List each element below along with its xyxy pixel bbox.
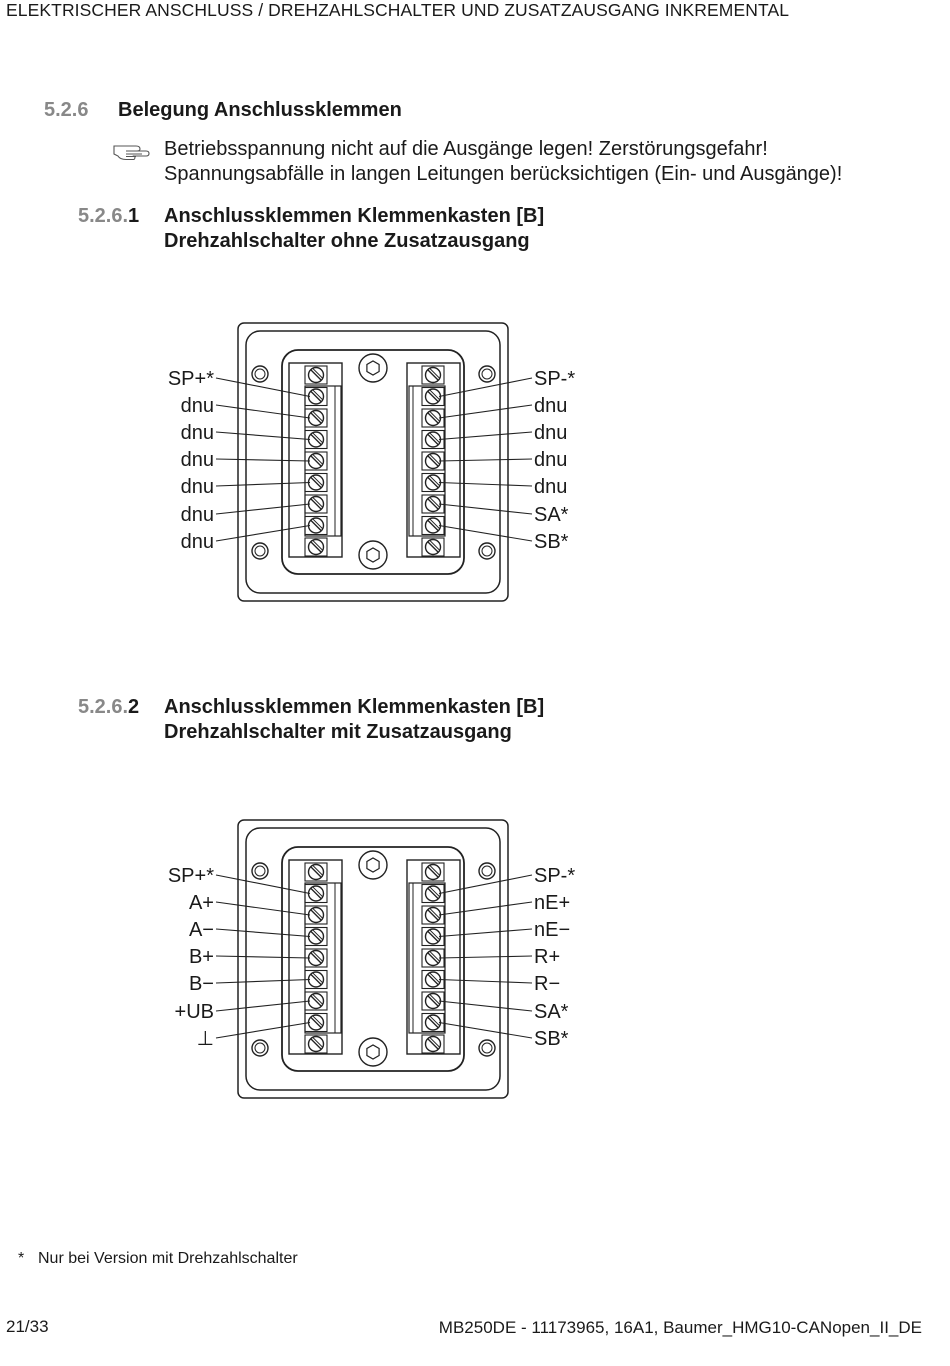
leader-line bbox=[438, 481, 533, 487]
left-terminal-label: B− bbox=[189, 973, 214, 995]
terminal-cavity bbox=[281, 349, 465, 575]
mounting-hole bbox=[478, 862, 496, 880]
right-terminal-label: nE+ bbox=[534, 892, 570, 914]
warning-line-2: Spannungsabfälle in langen Leitungen ber… bbox=[164, 163, 843, 185]
leader-line bbox=[215, 901, 311, 916]
leader-line bbox=[215, 874, 311, 895]
leader-line bbox=[438, 1021, 533, 1039]
leader-line bbox=[438, 874, 533, 895]
right-terminal-label: dnu bbox=[534, 422, 567, 444]
mounting-hole bbox=[478, 1039, 496, 1057]
right-terminal-label: SB* bbox=[534, 1028, 569, 1050]
leader-line bbox=[215, 503, 311, 515]
leader-line bbox=[215, 431, 311, 441]
housing-outer bbox=[237, 819, 509, 1099]
right-terminal-label: SB* bbox=[534, 531, 569, 553]
leader-line bbox=[215, 404, 311, 419]
mounting-hole bbox=[251, 542, 269, 560]
leader-line bbox=[215, 955, 311, 959]
section-title: Belegung Anschlussklemmen bbox=[118, 99, 402, 121]
leader-line bbox=[215, 1000, 311, 1012]
left-terminal-label: SP+* bbox=[168, 865, 214, 887]
subsection-title-2b: Drehzahlschalter mit Zusatzausgang bbox=[164, 721, 512, 743]
left-terminal-label: dnu bbox=[181, 422, 214, 444]
mounting-hole bbox=[251, 365, 269, 383]
pointing-hand-icon bbox=[113, 145, 150, 161]
left-terminal-label: dnu bbox=[181, 531, 214, 553]
subsection-title-2a: Anschlussklemmen Klemmenkasten [B] bbox=[164, 696, 545, 718]
hex-screw bbox=[358, 850, 388, 880]
right-terminal-label: dnu bbox=[534, 476, 567, 498]
leader-line bbox=[438, 928, 533, 938]
left-terminal-label: +UB bbox=[175, 1001, 214, 1023]
right-terminal-label: SA* bbox=[534, 1001, 569, 1023]
leader-line bbox=[438, 524, 533, 542]
footnote: *Nur bei Version mit Drehzahlschalter bbox=[18, 1250, 298, 1267]
mounting-hole bbox=[478, 542, 496, 560]
left-terminal-label: A− bbox=[189, 919, 214, 941]
leader-line bbox=[438, 458, 533, 462]
hex-screw bbox=[358, 353, 388, 383]
terminal-cavity bbox=[281, 846, 465, 1072]
left-terminal-label: A+ bbox=[189, 892, 214, 914]
right-terminal-label: R+ bbox=[534, 946, 560, 968]
leader-line bbox=[215, 978, 311, 984]
leader-line bbox=[438, 901, 533, 916]
leader-line bbox=[215, 481, 311, 487]
leader-line bbox=[215, 1021, 311, 1039]
warning-line-1: Betriebsspannung nicht auf die Ausgänge … bbox=[164, 138, 768, 160]
subsection-number-1: 5.2.6.1 bbox=[78, 205, 140, 227]
left-terminal-label: ⊥ bbox=[197, 1028, 214, 1050]
left-terminal-label: dnu bbox=[181, 395, 214, 417]
leader-line bbox=[215, 928, 311, 938]
mounting-hole bbox=[478, 365, 496, 383]
leader-line bbox=[438, 377, 533, 398]
terminal-box-diagram-2: SP+* A+ A− B+ B− +UB ⊥ SP-* nE+ nE− R+ R− SA* SB* bbox=[168, 819, 575, 1099]
left-terminal-label: dnu bbox=[181, 449, 214, 471]
terminal-box-frame bbox=[237, 819, 509, 1099]
mounting-hole bbox=[251, 1039, 269, 1057]
subsection-title-1a: Anschlussklemmen Klemmenkasten [B] bbox=[164, 205, 545, 227]
hex-screw bbox=[358, 1037, 388, 1067]
leader-line bbox=[438, 1000, 533, 1012]
leader-line bbox=[215, 377, 311, 398]
running-header: ELEKTRISCHER ANSCHLUSS / DREHZAHLSCHALTE… bbox=[6, 0, 790, 20]
right-terminal-label: SP-* bbox=[534, 865, 575, 887]
left-terminal-label: dnu bbox=[181, 476, 214, 498]
left-terminal-label: dnu bbox=[181, 504, 214, 526]
mounting-hole bbox=[251, 862, 269, 880]
right-terminal-label: dnu bbox=[534, 395, 567, 417]
leader-line bbox=[438, 978, 533, 984]
leader-line bbox=[215, 524, 311, 542]
housing-inner bbox=[245, 330, 501, 594]
terminal-box-frame bbox=[237, 322, 509, 602]
section-number: 5.2.6 bbox=[44, 99, 89, 121]
right-terminal-label: nE− bbox=[534, 919, 570, 941]
left-terminal-label: SP+* bbox=[168, 368, 214, 390]
right-terminal-label: R− bbox=[534, 973, 560, 995]
subsection-title-1b: Drehzahlschalter ohne Zusatzausgang bbox=[164, 230, 530, 252]
hex-screw bbox=[358, 540, 388, 570]
leader-line bbox=[438, 503, 533, 515]
leader-line bbox=[438, 404, 533, 419]
right-terminal-label: SA* bbox=[534, 504, 569, 526]
page-number: 21/33 bbox=[6, 1317, 49, 1336]
left-terminal-label: B+ bbox=[189, 946, 214, 968]
document-id: MB250DE - 11173965, 16A1, Baumer_HMG10-C… bbox=[438, 1318, 922, 1337]
leader-line bbox=[438, 431, 533, 441]
right-terminal-label: dnu bbox=[534, 449, 567, 471]
subsection-number-2: 5.2.6.2 bbox=[78, 696, 140, 718]
leader-line bbox=[215, 458, 311, 462]
right-terminal-label: SP-* bbox=[534, 368, 575, 390]
leader-line bbox=[438, 955, 533, 959]
housing-inner bbox=[245, 827, 501, 1091]
housing-outer bbox=[237, 322, 509, 602]
